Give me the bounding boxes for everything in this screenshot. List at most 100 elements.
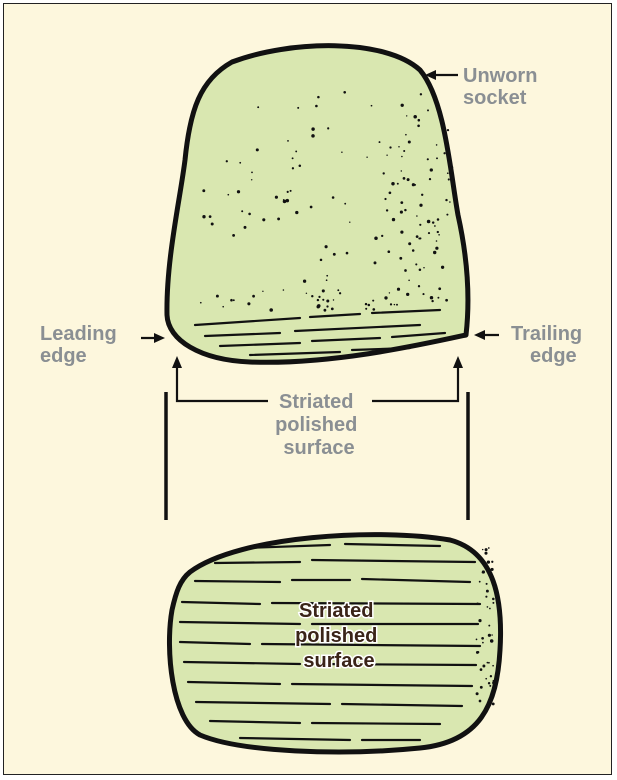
- speckle-dot: [257, 106, 259, 108]
- speckle-dot: [283, 289, 285, 291]
- speckle-dot: [339, 292, 341, 294]
- speckle-dot: [386, 154, 387, 155]
- speckle-dot: [484, 552, 487, 555]
- speckle-dot: [432, 221, 434, 223]
- speckle-dot: [371, 105, 373, 107]
- speckle-dot: [202, 189, 205, 192]
- speckle-dot: [422, 293, 424, 295]
- speckle-dot: [365, 303, 367, 305]
- speckle-dot: [448, 178, 450, 180]
- speckle-dot: [389, 191, 392, 194]
- speckle-dot: [320, 259, 323, 262]
- bracket-right-arrowhead: [453, 356, 463, 368]
- speckle-dot: [453, 195, 456, 198]
- speckle-dot: [216, 295, 219, 298]
- speckle-dot: [437, 297, 439, 299]
- speckle-dot: [331, 308, 334, 311]
- speckle-dot: [403, 150, 405, 152]
- speckle-dot: [487, 560, 490, 563]
- speckle-dot: [408, 280, 410, 282]
- speckle-dot: [488, 547, 490, 549]
- speckle-dot: [327, 127, 329, 129]
- speckle-dot: [419, 237, 421, 239]
- speckle-dot: [202, 215, 205, 218]
- speckle-dot: [437, 231, 439, 233]
- speckle-dot: [489, 608, 491, 610]
- speckle-dot: [344, 203, 346, 205]
- speckle-dot: [487, 606, 489, 608]
- speckle-dot: [492, 702, 495, 705]
- speckle-dot: [251, 179, 252, 180]
- speckle-dot: [441, 266, 444, 269]
- speckle-dot: [403, 177, 406, 180]
- speckle-dot: [447, 172, 449, 174]
- speckle-dot: [317, 96, 320, 99]
- speckle-dot: [489, 685, 491, 687]
- speckle-dot: [406, 115, 407, 116]
- speckle-dot: [341, 152, 342, 153]
- speckle-dot: [492, 665, 494, 667]
- speckle-dot: [494, 685, 496, 687]
- speckle-dot: [412, 249, 415, 252]
- speckle-dot: [487, 662, 489, 664]
- speckle-dot: [485, 548, 488, 551]
- speckle-dot: [491, 634, 493, 636]
- speckle-dot: [400, 211, 403, 214]
- speckle-dot: [396, 304, 398, 306]
- speckle-dot: [239, 162, 241, 164]
- speckle-dot: [226, 160, 228, 162]
- speckle-dot: [397, 288, 400, 291]
- speckle-dot: [277, 217, 280, 220]
- speckle-dot: [303, 280, 306, 283]
- speckle-dot: [322, 289, 325, 292]
- speckle-dot: [401, 156, 403, 158]
- speckle-dot: [251, 172, 253, 174]
- speckle-dot: [486, 583, 488, 585]
- speckle-dot: [451, 166, 453, 168]
- bracket-left-arrowhead: [172, 356, 182, 368]
- speckle-dot: [488, 625, 490, 627]
- speckle-dot: [447, 129, 449, 131]
- speckle-dot: [326, 305, 328, 307]
- speckle-dot: [332, 196, 335, 199]
- speckle-dot: [400, 201, 403, 204]
- speckle-dot: [333, 299, 334, 300]
- speckle-dot: [405, 134, 407, 136]
- speckle-dot: [368, 304, 371, 307]
- speckle-dot: [322, 299, 324, 301]
- speckle-dot: [248, 213, 251, 216]
- speckle-dot: [419, 204, 422, 207]
- speckle-dot: [404, 269, 407, 272]
- speckle-dot: [256, 148, 259, 151]
- speckle-dot: [306, 293, 307, 294]
- speckle-dot: [241, 210, 243, 212]
- speckle-dot: [399, 257, 402, 260]
- speckle-dot: [480, 686, 483, 689]
- speckle-dot: [416, 215, 418, 217]
- speckle-dot: [386, 209, 388, 211]
- speckle-dot: [398, 146, 400, 148]
- speckle-dot: [482, 572, 484, 574]
- speckle-dot: [436, 144, 438, 146]
- speckle-dot: [482, 549, 483, 550]
- speckle-dot: [404, 209, 406, 211]
- speckle-dot: [400, 231, 403, 234]
- speckle-dot: [480, 668, 483, 671]
- speckle-dot: [237, 190, 240, 193]
- speckle-dot: [482, 642, 484, 644]
- speckle-dot: [415, 263, 417, 265]
- speckle-dot: [401, 170, 402, 171]
- speckle-dot: [389, 292, 390, 293]
- speckle-dot: [365, 308, 367, 310]
- speckle-dot: [406, 293, 409, 296]
- speckle-dot: [436, 240, 438, 242]
- speckle-dot: [244, 226, 247, 229]
- speckle-dot: [316, 305, 319, 308]
- speckle-dot: [490, 639, 493, 642]
- speckle-dot: [479, 700, 482, 703]
- speckle-dot: [476, 603, 478, 605]
- speckle-dot: [435, 247, 438, 250]
- speckle-dot: [449, 201, 451, 203]
- speckle-dot: [292, 157, 294, 159]
